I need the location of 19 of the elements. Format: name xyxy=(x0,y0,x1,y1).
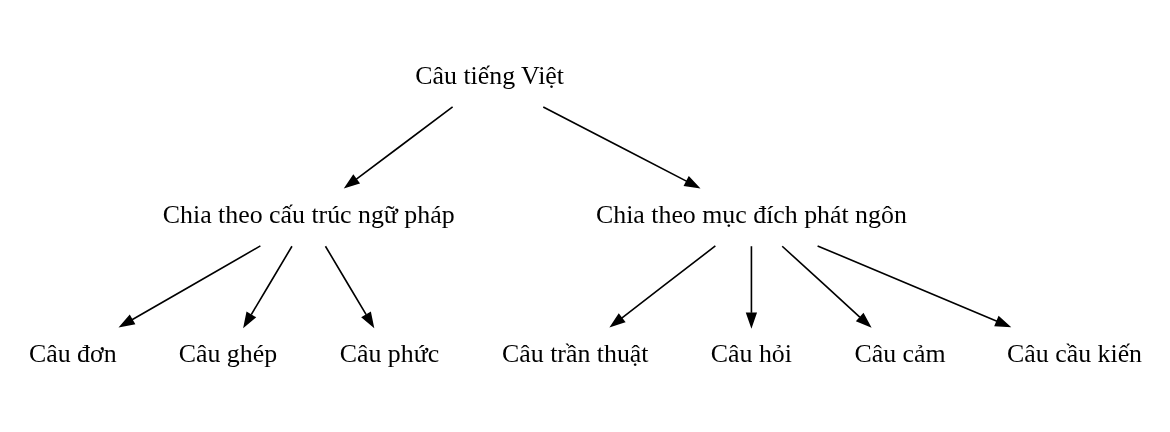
arrow xyxy=(781,244,872,328)
node-text: Câu trần thuật xyxy=(502,338,649,368)
node-text: Câu phức xyxy=(339,338,440,368)
arrow xyxy=(609,244,717,328)
node-text: Câu hỏi xyxy=(710,338,792,368)
node-text: Chia theo cấu trúc ngữ pháp xyxy=(162,199,455,229)
arrow xyxy=(243,244,293,328)
node-text: Câu cầu kiến xyxy=(1007,338,1143,368)
arrow xyxy=(745,244,758,329)
arrow xyxy=(343,105,454,189)
arrow xyxy=(118,244,262,328)
node-text: Chia theo mục đích phát ngôn xyxy=(596,199,907,229)
node-text: Câu đơn xyxy=(29,338,117,368)
arrow xyxy=(816,244,1012,327)
arrow xyxy=(542,105,701,188)
node-text: Câu tiếng Việt xyxy=(415,60,565,90)
node-text: Câu ghép xyxy=(178,338,278,368)
arrow xyxy=(324,244,375,328)
node-text: Câu cảm xyxy=(854,338,946,368)
